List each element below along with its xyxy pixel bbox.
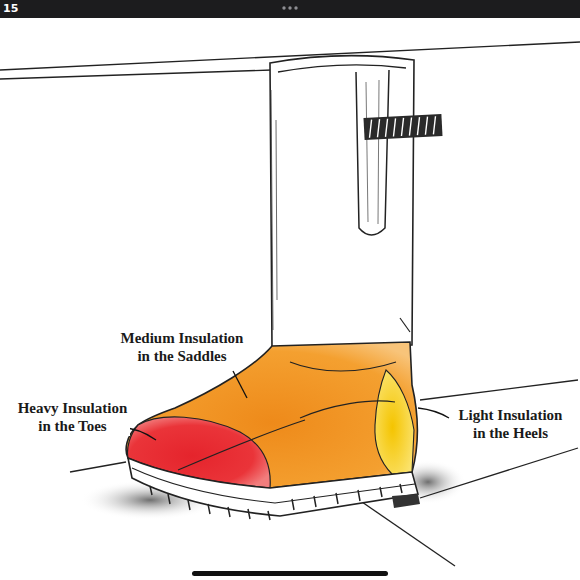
ground-line [420, 448, 578, 498]
status-time: 15 [3, 2, 18, 16]
home-indicator [192, 571, 388, 576]
callout-label: Light Insulation in the Heels [456, 405, 565, 443]
ground-line [420, 380, 578, 400]
rail [0, 70, 272, 79]
dot [294, 6, 297, 9]
boot-shaft [270, 56, 414, 348]
strap-hatching [369, 116, 437, 137]
midsole-line [132, 468, 415, 503]
seam [290, 362, 396, 371]
sketch-lines [271, 90, 277, 330]
leader-line [233, 371, 247, 398]
seam-lines [178, 362, 396, 470]
dot [282, 6, 285, 9]
loop-stitch [366, 80, 379, 224]
ground-line [70, 462, 126, 472]
sole-lugs [150, 484, 402, 520]
strap-buckle [363, 114, 442, 140]
pull-loop [356, 70, 389, 235]
status-dots [282, 6, 297, 9]
leader-line [116, 428, 156, 440]
leader-lines [116, 371, 449, 440]
status-bar [0, 0, 580, 18]
heel-block [392, 494, 420, 508]
saddle-region [126, 342, 417, 488]
seam [178, 420, 305, 470]
dot [288, 6, 291, 9]
shaft-notch [400, 318, 410, 332]
heel-region [375, 370, 414, 474]
ground-line [362, 502, 455, 566]
leader-line [418, 408, 449, 418]
seam [300, 401, 395, 418]
boot-sole [128, 458, 418, 516]
strap [363, 114, 442, 140]
callout-label: Medium Insulation in the Saddles [118, 328, 246, 366]
shaft-rim [278, 65, 406, 72]
callout-label: Heavy Insulation in the Toes [15, 398, 130, 436]
